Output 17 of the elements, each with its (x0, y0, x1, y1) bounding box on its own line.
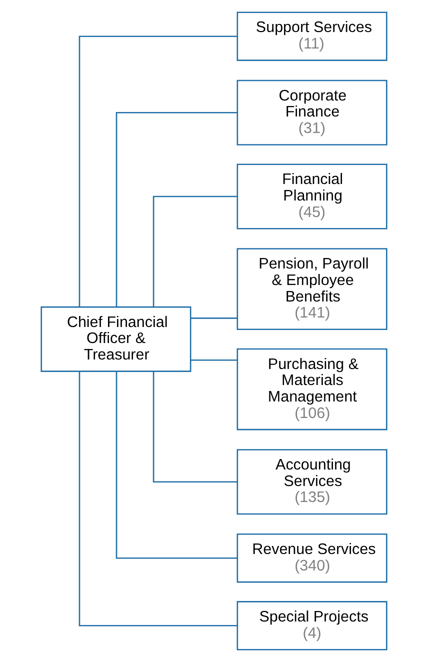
connector (78, 371, 238, 626)
node-box: Purchasing & Materials Management (106) (236, 348, 388, 430)
node-box: Support Services (11) (236, 12, 388, 61)
node-box: Accounting Services (135) (236, 449, 388, 515)
connector (78, 36, 238, 307)
node-box: Corporate Finance (31) (236, 80, 388, 146)
node-box: Special Projects (4) (236, 601, 388, 650)
node-box: Revenue Services (340) (236, 533, 388, 583)
connector (152, 196, 237, 307)
connector (152, 372, 237, 483)
node-box: Financial Planning (45) (236, 164, 388, 230)
node-box: Chief Financial Officer & Treasurer (40, 306, 192, 372)
connector (190, 359, 238, 361)
connector (116, 112, 238, 307)
node-box: Pension, Payroll & Employee Benefits (141) (236, 248, 388, 330)
connector (116, 371, 238, 559)
connector (190, 318, 238, 319)
